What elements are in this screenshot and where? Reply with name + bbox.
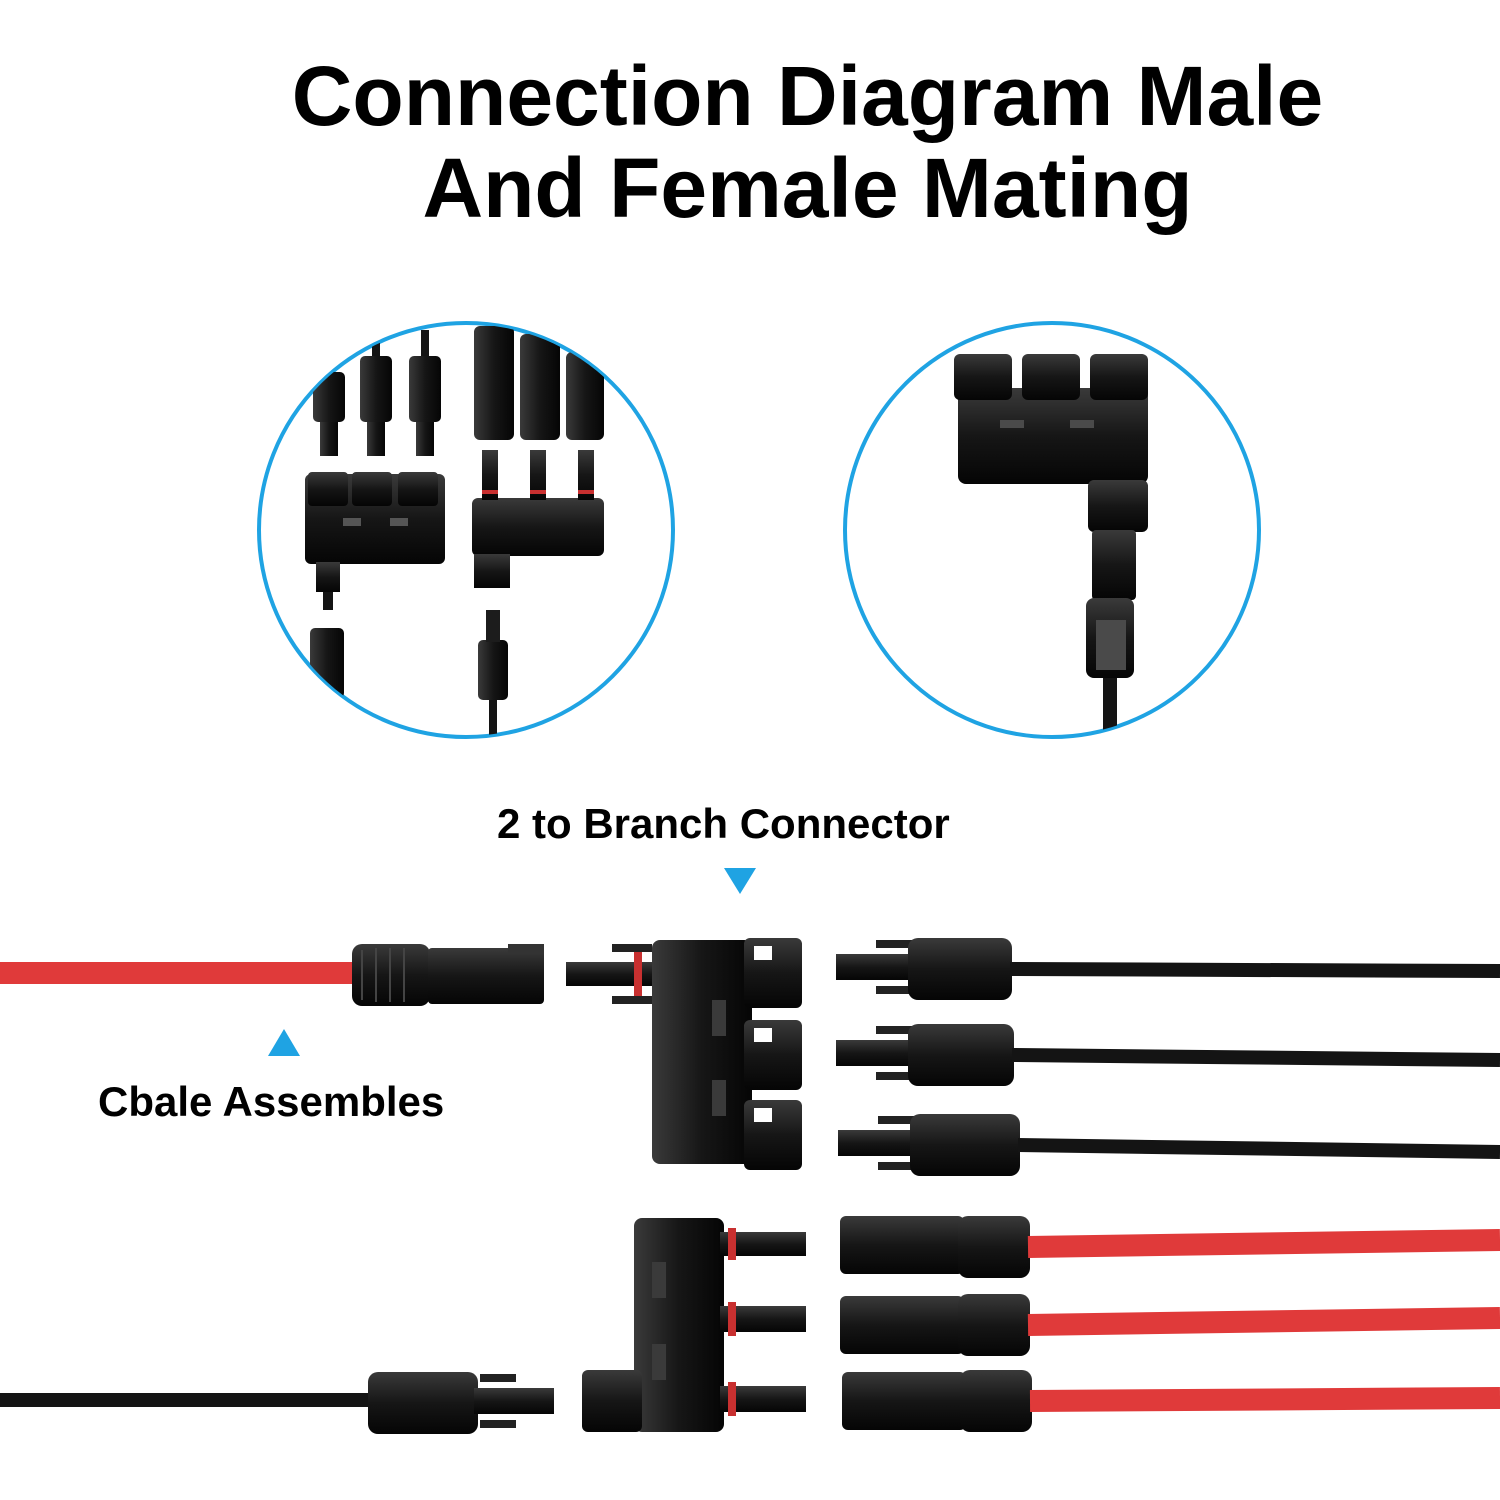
red-cable-female-assembly	[0, 944, 544, 1006]
branch-connector-closeup-circle	[843, 321, 1261, 739]
triangle-icon	[724, 868, 756, 894]
title-line-2: And Female Mating	[422, 141, 1193, 235]
branch-connector-closeup-image	[954, 354, 1148, 736]
cable-assemblies-label: Cbale Assembles	[98, 1078, 445, 1125]
title-line-1: Connection Diagram Male	[291, 49, 1324, 143]
black-cable-male-assembly	[0, 1372, 554, 1434]
lower-branch-connector	[582, 1218, 806, 1432]
upper-branch-connector	[566, 938, 802, 1170]
page-title: Connection Diagram Male And Female Matin…	[0, 50, 1500, 234]
red-cable-female-assemblies	[840, 1216, 1500, 1432]
black-cable-male-assemblies	[836, 938, 1500, 1176]
parts-overview-image	[305, 326, 604, 736]
parts-overview-circle	[257, 321, 675, 739]
triangle-icon	[268, 1029, 300, 1056]
branch-connector-label: 2 to Branch Connector	[497, 800, 950, 847]
